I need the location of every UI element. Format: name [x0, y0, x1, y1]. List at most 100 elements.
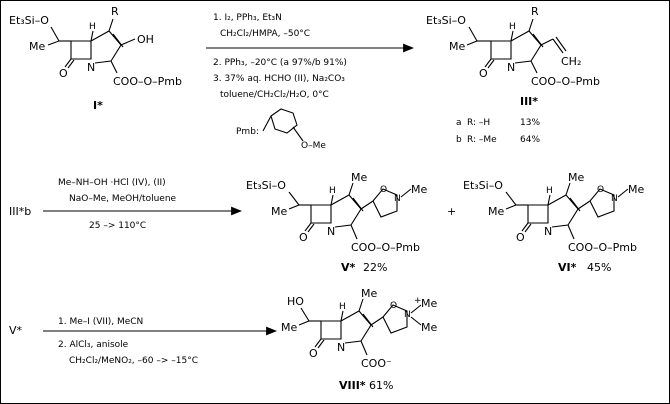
compound-i-r: R — [111, 5, 119, 18]
compound-i-oh: OH — [137, 33, 154, 46]
yield-b-r: R: –Me — [467, 135, 497, 145]
vinyl-bond — [552, 38, 564, 54]
compound-v-silyl: Et₃Si–O — [246, 179, 286, 192]
bond — [410, 316, 422, 326]
yield-a-value: 13% — [520, 118, 540, 128]
bond — [288, 191, 300, 206]
five-ring — [90, 30, 122, 64]
compound-iii-yields: a R: –H 13% b R: –Me 64% — [456, 118, 540, 145]
compound-iii-ester: COO–O–Pmb — [531, 75, 600, 88]
compound-vi-ester: COO–O–Pmb — [568, 241, 637, 254]
bond — [120, 38, 136, 46]
bond — [567, 224, 575, 240]
pmb-benzene-ring — [270, 108, 298, 134]
row2-reactant-label: III*b — [9, 205, 31, 218]
row3-condition-3: CH₂Cl₂/MeNO₂, –60 –> –15°C — [69, 356, 198, 366]
compound-v-iso-o: O — [380, 185, 387, 195]
bond — [468, 26, 478, 42]
compound-v-label: V* — [341, 261, 356, 274]
compound-i-h: H — [89, 22, 96, 32]
bond — [314, 338, 322, 348]
row3-condition-1: 1. Me–I (VII), MeCN — [58, 317, 143, 327]
compound-iii-label: III* — [520, 95, 538, 108]
compound-viii-iso-n: N — [404, 310, 411, 320]
compound-vi-structure: Et₃Si–O Me O N H Me O N Me COO–O–Pmb VI*… — [463, 171, 644, 274]
bond — [307, 223, 315, 233]
bond — [262, 115, 272, 132]
compound-v-n-me: Me — [411, 183, 427, 196]
compound-viii-n-me2: Me — [421, 321, 437, 334]
bond — [288, 204, 300, 210]
bond — [547, 194, 551, 206]
compound-vi-h: H — [546, 186, 553, 196]
bond — [577, 200, 591, 210]
five-ring — [547, 194, 579, 228]
compound-v-oxo: O — [299, 231, 308, 244]
isoxazolidine-ring — [589, 188, 615, 218]
yield-b-value: 64% — [520, 135, 540, 145]
compound-v-n: N — [327, 225, 335, 238]
plus-sign: + — [447, 205, 456, 218]
five-ring — [510, 30, 542, 64]
compound-iii-structure: Et₃Si–O Me O N H R CH₂ COO–O–Pmb III* — [426, 5, 600, 108]
bond — [350, 224, 358, 240]
yield-a-r: R: –H — [467, 118, 490, 128]
bond — [300, 307, 310, 322]
row2-condition-3: 25 –> 110°C — [89, 221, 146, 231]
bond — [50, 26, 60, 42]
pmb-label: Pmb: — [236, 127, 259, 137]
bond — [360, 200, 374, 210]
row3-conditions: 1. Me–I (VII), MeCN 2. AlCl₃, anisole CH… — [43, 317, 278, 366]
isoxazolidine-ring — [382, 304, 408, 334]
bond — [90, 30, 94, 42]
bond — [540, 38, 554, 46]
row1-condition-4: 3. 37% aq. HCHO (II), Na₂CO₃ — [213, 74, 345, 84]
yield-b-tag: b — [456, 135, 462, 145]
bond — [292, 126, 304, 142]
compound-viii-ho: HO — [287, 295, 304, 308]
beta-lactam-ring — [320, 320, 342, 340]
compound-iii-oxo: O — [479, 67, 488, 80]
beta-lactam-ring — [490, 40, 512, 60]
compound-vi-oxo: O — [516, 231, 525, 244]
compound-iii-methyl: Me — [449, 40, 465, 53]
five-ring — [340, 310, 372, 344]
compound-iii-silyl: Et₃Si–O — [426, 14, 466, 27]
bond — [108, 18, 114, 32]
compound-v-me4: Me — [351, 171, 367, 184]
compound-v-iso-n: N — [394, 194, 401, 204]
beta-lactam-ring — [310, 204, 332, 224]
compound-viii-charge: + — [414, 296, 422, 306]
bond — [358, 298, 364, 312]
yield-a-tag: a — [456, 118, 462, 128]
compound-viii-structure: HO Me O N H Me O N + Me Me COO⁻ VIII* 61… — [281, 287, 437, 392]
compound-i-structure: Et₃Si–O Me O N H R OH COO–O–Pmb I* — [9, 5, 182, 112]
compound-viii-label: VIII* — [339, 379, 366, 392]
compound-vi-n: N — [544, 225, 552, 238]
compound-v-ester: COO–O–Pmb — [351, 241, 420, 254]
vinyl-double-bond — [555, 36, 567, 52]
compound-viii-h: H — [339, 302, 346, 312]
compound-i-methyl: Me — [29, 40, 45, 53]
beta-lactam-ring — [527, 204, 549, 224]
row3-condition-2: 2. AlCl₃, anisole — [58, 340, 129, 350]
compound-v-yield: 22% — [363, 261, 387, 274]
bond — [530, 60, 538, 74]
compound-viii-yield: 61% — [369, 379, 393, 392]
row1-condition-5: toluene/CH₂Cl₂/H₂O, 0°C — [220, 90, 329, 100]
compound-viii-n-me1: Me — [421, 297, 437, 310]
row2-condition-2: NaO–Me, MeOH/toluene — [69, 194, 177, 204]
compound-vi-label: VI* — [558, 261, 577, 274]
bond — [528, 18, 534, 32]
bond — [565, 182, 571, 196]
bond — [521, 222, 529, 232]
bond — [370, 316, 384, 326]
compound-vi-n-me: Me — [628, 183, 644, 196]
compound-i-ester: COO–O–Pmb — [113, 75, 182, 88]
compound-viii-iso-o: O — [390, 301, 397, 311]
bond — [330, 194, 334, 206]
compound-viii-me4: Me — [361, 287, 377, 300]
bond — [410, 304, 422, 314]
compound-iii-r: R — [531, 5, 539, 18]
bond — [47, 40, 60, 46]
